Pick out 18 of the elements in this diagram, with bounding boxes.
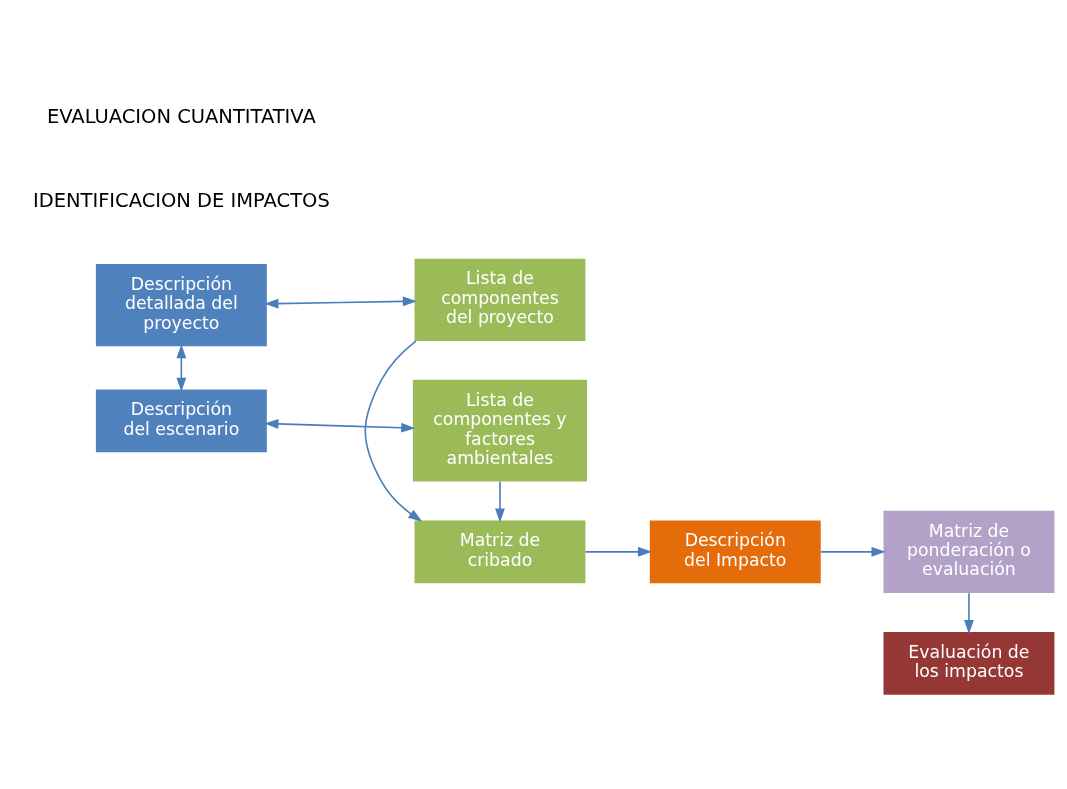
node-box: Descripción detallada del proyecto [95, 263, 267, 346]
arrow [584, 546, 653, 557]
arrow [176, 343, 187, 392]
node-box: Evaluación de los impactos [883, 631, 1055, 695]
arrow [264, 296, 417, 308]
node-box: Matriz de ponderación o evaluación [883, 510, 1055, 593]
arrow [364, 339, 423, 522]
arrow [495, 480, 505, 523]
arrow [964, 591, 974, 634]
node-box: Lista de componentes y factores ambientales [412, 379, 588, 482]
node-box: Descripción del Impacto [649, 520, 821, 583]
label: IDENTIFICACION DE IMPACTOS [32, 188, 330, 212]
node-box: Descripción del escenario [95, 389, 267, 452]
arrow [820, 546, 886, 557]
arrow [264, 418, 416, 433]
node-box: Matriz de cribado [414, 520, 586, 583]
node-box: Lista de componentes del proyecto [414, 258, 586, 341]
label: EVALUACION CUANTITATIVA [46, 104, 316, 128]
